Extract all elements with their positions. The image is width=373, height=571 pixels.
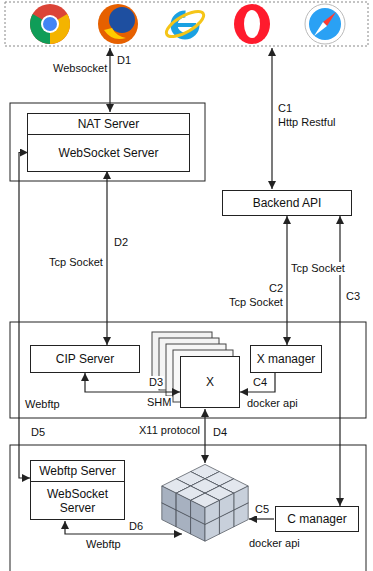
x-window-box: X <box>180 356 240 408</box>
box-text: X manager <box>251 349 321 369</box>
container-pile <box>162 464 248 541</box>
docker-api-link <box>249 518 274 519</box>
websocket-link <box>109 48 110 112</box>
x11-link <box>204 409 205 463</box>
link-label: D5 <box>30 426 46 439</box>
link-label: C3 <box>345 290 361 303</box>
server-box: Webftp ServerWebSocket Server <box>30 460 125 520</box>
link-label: D4 <box>212 426 228 439</box>
protocol-label: docker api <box>246 397 299 410</box>
ie-icon <box>163 7 207 42</box>
webftp-link <box>65 521 182 534</box>
link-label: C2 <box>268 282 284 295</box>
protocol-label: Tcp Socket <box>290 262 346 275</box>
link-label: docker api <box>248 537 301 550</box>
connector <box>339 216 340 506</box>
link-label: C1 <box>277 102 293 115</box>
api-box: Backend API <box>222 190 352 216</box>
link-label: Webftp <box>85 538 122 551</box>
connector <box>240 373 275 392</box>
link-label: D1 <box>116 54 132 67</box>
box-text: WebSocket Server <box>28 143 189 163</box>
manager-box: C manager <box>275 506 359 532</box>
box-text: CIP Server <box>31 349 139 369</box>
box-text: C manager <box>276 509 358 529</box>
link-label: D6 <box>128 520 144 533</box>
firefox-icon <box>98 4 138 44</box>
safari-icon <box>305 4 345 44</box>
server-box: WebSocket Server <box>28 134 189 171</box>
connector <box>19 153 30 479</box>
server-box: CIP Server <box>30 345 140 373</box>
group-frame <box>10 103 205 181</box>
link-label: D2 <box>113 236 129 249</box>
link-label: Websocket <box>52 62 108 75</box>
box-text: NAT Server <box>28 114 189 134</box>
link-label: Http Restful <box>277 116 336 129</box>
box-text: WebSocket Server <box>31 484 124 518</box>
http-link <box>271 48 272 189</box>
protocol-label: Tcp Socket <box>48 256 104 269</box>
browser-band <box>5 2 368 46</box>
box-text: Backend API <box>223 193 351 213</box>
opera-icon <box>234 4 270 44</box>
box-text: X <box>181 372 239 392</box>
group-frame <box>10 445 366 571</box>
link-label: D3 <box>148 376 164 389</box>
manager-box: X manager <box>250 345 322 373</box>
connector <box>85 373 180 392</box>
link-label: C4 <box>252 376 268 389</box>
connector <box>106 171 107 345</box>
group-frame <box>10 322 366 418</box>
box-text: Webftp Server <box>31 461 124 481</box>
container-cube <box>191 493 220 524</box>
server-box: WebSocket Server <box>31 481 124 519</box>
server-box: NAT ServerWebSocket Server <box>27 113 190 172</box>
protocol-label: Tcp Socket <box>228 296 284 309</box>
protocol-label: SHM <box>146 396 172 409</box>
chrome-icon <box>30 4 70 44</box>
link-label: C5 <box>254 503 270 516</box>
protocol-label: Webftp <box>24 398 61 411</box>
link-label: X11 protocol <box>138 424 201 437</box>
connector <box>286 216 287 345</box>
